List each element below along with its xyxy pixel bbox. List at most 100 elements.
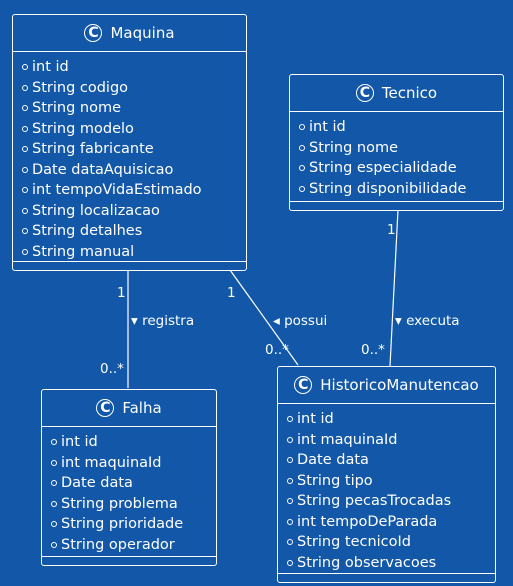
visibility-icon [51, 521, 57, 528]
attribute-row: String tecnicoId [287, 532, 495, 553]
class-name: Tecnico [381, 84, 438, 102]
attribute-text: int id [297, 411, 334, 427]
class-icon: C [84, 24, 103, 42]
visibility-icon [22, 105, 28, 112]
attribute-text: String fabricante [32, 141, 154, 157]
visibility-icon [299, 185, 305, 192]
attribute-row: String operador [51, 535, 216, 556]
possui-from-multiplicity: 1 [227, 285, 236, 301]
class-header: C HistoricoManutencao [278, 367, 495, 404]
attribute-text: int id [32, 59, 69, 75]
attribute-text: int id [309, 119, 346, 135]
attribute-row: int id [51, 432, 216, 453]
attribute-row: int id [287, 409, 495, 430]
attribute-text: String detalhes [32, 223, 143, 239]
class-icon: C [96, 399, 115, 417]
attribute-text: Date dataAquisicao [32, 161, 174, 178]
registra-to-multiplicity: 0..* [100, 361, 124, 377]
visibility-icon [299, 144, 305, 151]
visibility-icon [22, 228, 28, 235]
visibility-icon [287, 477, 293, 484]
attribute-text: String tecnicoId [297, 534, 412, 550]
registra-label: ▾ registra [131, 313, 195, 329]
attribute-row: int maquinaId [51, 453, 216, 474]
attribute-text: String localizacao [32, 202, 160, 219]
visibility-icon [287, 518, 293, 525]
visibility-icon [287, 436, 293, 443]
visibility-icon [22, 248, 28, 255]
possui-label: ◂ possui [273, 313, 328, 329]
attribute-row: String problema [51, 494, 216, 515]
method-divider [290, 201, 503, 202]
class-icon: C [294, 376, 313, 394]
attribute-text: Date data [61, 475, 133, 491]
attribute-text: int maquinaId [61, 454, 162, 471]
attribute-row: int id [299, 117, 503, 138]
attribute-row: Date dataAquisicao [22, 160, 246, 181]
registra-from-multiplicity: 1 [117, 285, 126, 301]
attribute-row: String pecasTrocadas [287, 491, 495, 512]
attribute-row: Date data [287, 450, 495, 471]
visibility-icon [287, 457, 293, 464]
class-icon: C [355, 84, 374, 102]
visibility-icon [299, 124, 305, 131]
attribute-text: int tempoVidaEstimado [32, 182, 202, 198]
method-divider [13, 261, 246, 262]
visibility-icon [22, 146, 28, 153]
attribute-text: String problema [61, 495, 178, 512]
attribute-text: String nome [32, 100, 121, 116]
attribute-row: String localizacao [22, 201, 246, 222]
attribute-text: int tempoDeParada [297, 513, 438, 530]
attribute-row: Date data [51, 473, 216, 494]
attribute-row: String especialidade [299, 158, 503, 179]
attribute-row: int tempoVidaEstimado [22, 180, 246, 201]
visibility-icon [22, 166, 28, 173]
possui-line [229, 269, 299, 366]
attribute-row: String tipo [287, 471, 495, 492]
attribute-row: String modelo [22, 119, 246, 140]
attribute-text: String especialidade [309, 160, 457, 176]
attribute-text: String disponibilidade [309, 180, 467, 197]
attribute-text: String prioridade [61, 516, 184, 532]
attribute-row: String prioridade [51, 514, 216, 535]
visibility-icon [287, 498, 293, 505]
visibility-icon [51, 541, 57, 548]
visibility-icon [287, 559, 293, 566]
visibility-icon [299, 165, 305, 172]
visibility-icon [287, 539, 293, 546]
visibility-icon [22, 125, 28, 132]
possui-to-multiplicity: 0..* [265, 342, 289, 358]
executa-line [389, 209, 399, 367]
visibility-icon [51, 500, 57, 507]
attribute-text: int maquinaId [297, 431, 398, 448]
attribute-row: String disponibilidade [299, 179, 503, 200]
class-name: HistoricoManutencao [320, 376, 479, 394]
attribute-row: int id [22, 57, 246, 78]
attribute-text: String observacoes [297, 554, 437, 571]
attribute-row: String nome [299, 138, 503, 159]
attribute-row: String manual [22, 242, 246, 263]
method-divider [278, 573, 495, 574]
visibility-icon [51, 459, 57, 466]
attribute-row: int tempoDeParada [287, 512, 495, 533]
visibility-icon [287, 416, 293, 423]
attribute-row: String nome [22, 98, 246, 119]
attribute-text: String pecasTrocadas [297, 493, 452, 509]
attribute-row: String fabricante [22, 139, 246, 160]
visibility-icon [22, 64, 28, 71]
class-historico-manutencao: C HistoricoManutencao int id int maquinaI… [277, 366, 496, 583]
executa-to-multiplicity: 0..* [361, 342, 385, 358]
visibility-icon [51, 480, 57, 487]
attribute-row: int maquinaId [287, 430, 495, 451]
attribute-text: String codigo [32, 79, 129, 96]
class-header: C Falha [42, 390, 216, 427]
attribute-row: String detalhes [22, 221, 246, 242]
